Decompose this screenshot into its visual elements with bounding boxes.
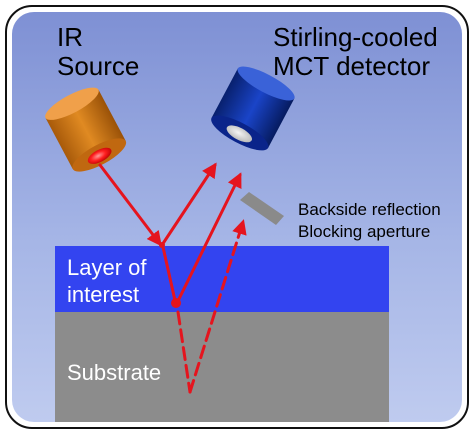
beams [98,162,247,394]
substrate [55,312,389,422]
backside-reflection-beam [188,219,247,394]
ir-source-label-line1: IR [57,22,83,52]
ir-source-icon [45,87,127,172]
detector-label-line2: MCT detector [273,51,430,81]
interface-point [171,298,181,308]
incident-beam [98,163,162,247]
mct-detector-icon [211,66,295,151]
ir-source-label-line2: Source [57,51,139,81]
aperture-label-line2: Blocking aperture [298,222,430,241]
layer-label-line1: Layer of [67,255,147,280]
substrate-transmission-beam [176,310,192,394]
interface-reflection-beam [174,172,242,307]
aperture-label-line1: Backside reflection [298,200,441,219]
surface-reflection-beam [160,162,217,247]
layer-label-line2: interest [67,282,139,307]
layer-of-interest [55,246,389,312]
surface-point [159,242,165,248]
ir-source-lens-icon [87,147,112,164]
blocking-aperture [240,192,284,225]
refracted-beam [161,245,178,307]
substrate-label: Substrate [67,360,161,385]
detector-window-icon [226,125,253,143]
detector-label-line1: Stirling-cooled [273,22,438,52]
